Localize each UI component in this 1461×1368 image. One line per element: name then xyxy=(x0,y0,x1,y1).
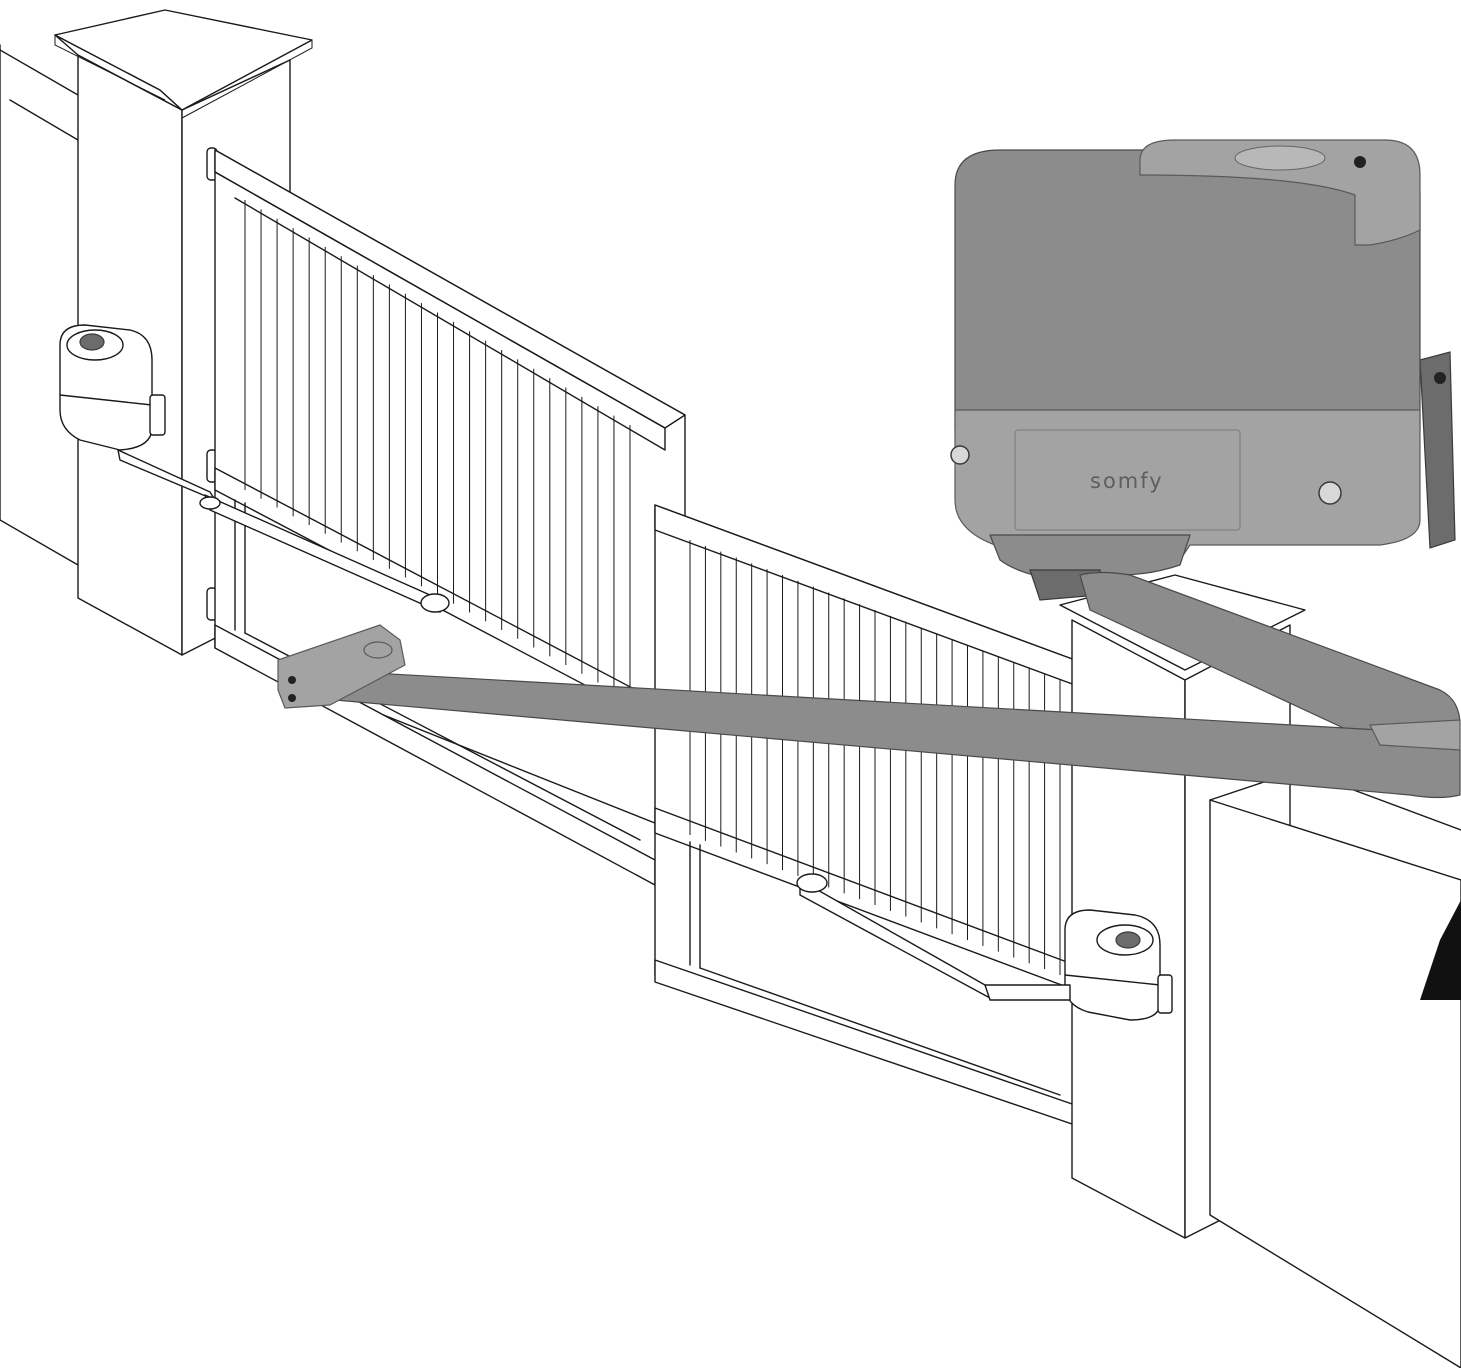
brand-logo: somfy xyxy=(1090,469,1164,493)
small-motor-right xyxy=(796,873,1173,1021)
button-icon xyxy=(1115,931,1141,949)
large-arm xyxy=(277,571,1461,799)
left-gate-leaf xyxy=(206,147,686,886)
left-gate-slats xyxy=(244,200,631,700)
button-icon xyxy=(79,333,105,351)
key-lock-icon xyxy=(1354,156,1366,168)
right-gate-leaf xyxy=(654,504,1076,1126)
wall-bracket xyxy=(1419,351,1456,549)
left-wall xyxy=(0,44,79,566)
small-motor-left xyxy=(59,324,450,613)
right-wall xyxy=(1209,769,1461,1368)
bolt-icon xyxy=(950,445,970,465)
large-motor: somfy xyxy=(950,139,1456,601)
bolt-icon xyxy=(1318,481,1342,505)
